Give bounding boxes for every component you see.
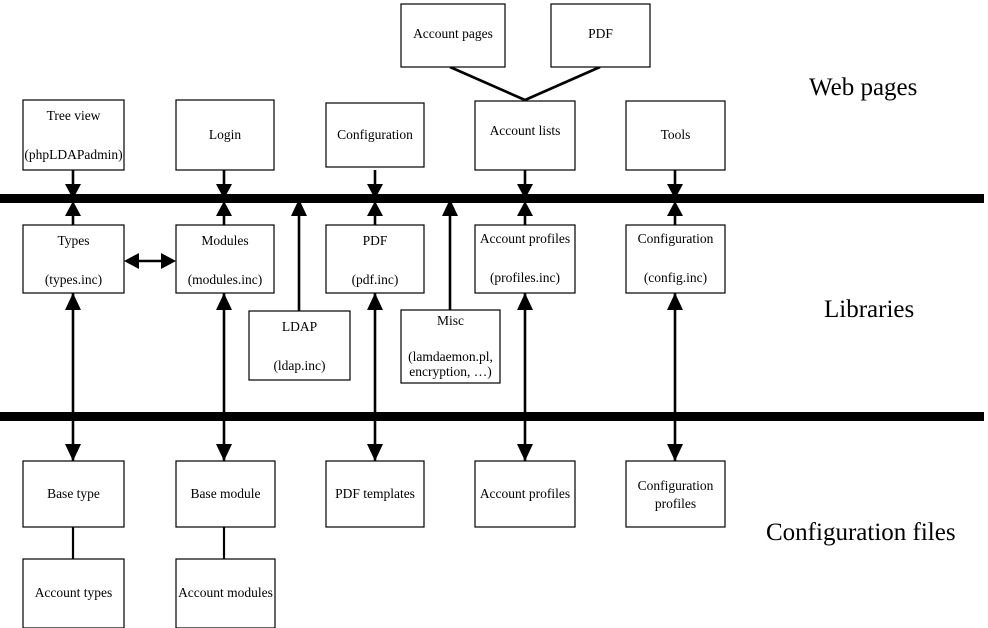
box-pdf-top[interactable] (550, 3, 651, 68)
zone-label-libraries: Libraries (824, 296, 915, 323)
zone-label-web-pages: Web pages (809, 74, 918, 101)
box-pdf-templates[interactable] (325, 460, 425, 528)
arrowhead-types-up (65, 201, 81, 216)
box-tree-view[interactable] (22, 99, 125, 171)
box-modules[interactable] (175, 224, 275, 294)
separator-bar-libraries-configfiles (0, 412, 984, 421)
arrowhead-profilefiles-down (517, 444, 533, 461)
box-configuration-page[interactable] (325, 102, 425, 168)
arrowhead-treeview-down (65, 184, 81, 199)
edge-pdf-to-account-lists (524, 65, 601, 102)
box-ldap[interactable] (248, 310, 351, 381)
box-configuration-profiles[interactable] (625, 460, 726, 528)
box-account-modules[interactable] (175, 558, 276, 628)
arrowhead-profileslib-up (517, 201, 533, 216)
arrowhead-configprofiles-down (667, 444, 683, 461)
box-login[interactable] (175, 99, 275, 171)
arrowhead-basetype-up (65, 293, 81, 310)
box-types[interactable] (22, 224, 125, 294)
arrowhead-basemodule-up (216, 293, 232, 310)
arrowhead-configlib-up (667, 201, 683, 216)
arrowhead-basemodule-down (216, 444, 232, 461)
box-account-types[interactable] (22, 558, 125, 628)
box-account-profiles-files[interactable] (474, 460, 576, 528)
arrowhead-basetype-down (65, 444, 81, 461)
separator-bar-webpages-libraries (0, 194, 984, 203)
arrowhead-pdflib-up (367, 201, 383, 216)
box-account-pages[interactable] (400, 3, 506, 68)
arrowhead-login-down (216, 184, 232, 199)
box-account-profiles-lib[interactable] (474, 224, 576, 294)
box-tools[interactable] (625, 100, 726, 171)
arrowhead-tools-down (667, 184, 683, 199)
arrowhead-accountlists-down (517, 184, 533, 199)
box-account-lists[interactable] (474, 100, 576, 171)
arrowhead-ldap-up (291, 199, 307, 216)
box-base-type[interactable] (22, 460, 125, 528)
arrowhead-profilefiles-up (517, 293, 533, 310)
arrowhead-pdftemplates-down (367, 444, 383, 461)
box-base-module[interactable] (175, 460, 276, 528)
arrowhead-misc-up (442, 199, 458, 216)
arrowhead-configprofiles-up (667, 293, 683, 310)
box-configuration-lib[interactable] (625, 224, 726, 294)
arrowhead-configpage-down (367, 184, 383, 199)
arrowhead-pdftemplates-up (367, 293, 383, 310)
arrowhead-modules-up (216, 201, 232, 216)
arrowhead-types-left (124, 253, 139, 269)
zone-label-configuration-files: Configuration files (766, 519, 956, 546)
edge-account-pages-to-account-lists (449, 65, 526, 102)
arrowhead-modules-right (161, 253, 176, 269)
box-pdf-lib[interactable] (325, 224, 425, 294)
box-misc[interactable] (400, 309, 501, 384)
